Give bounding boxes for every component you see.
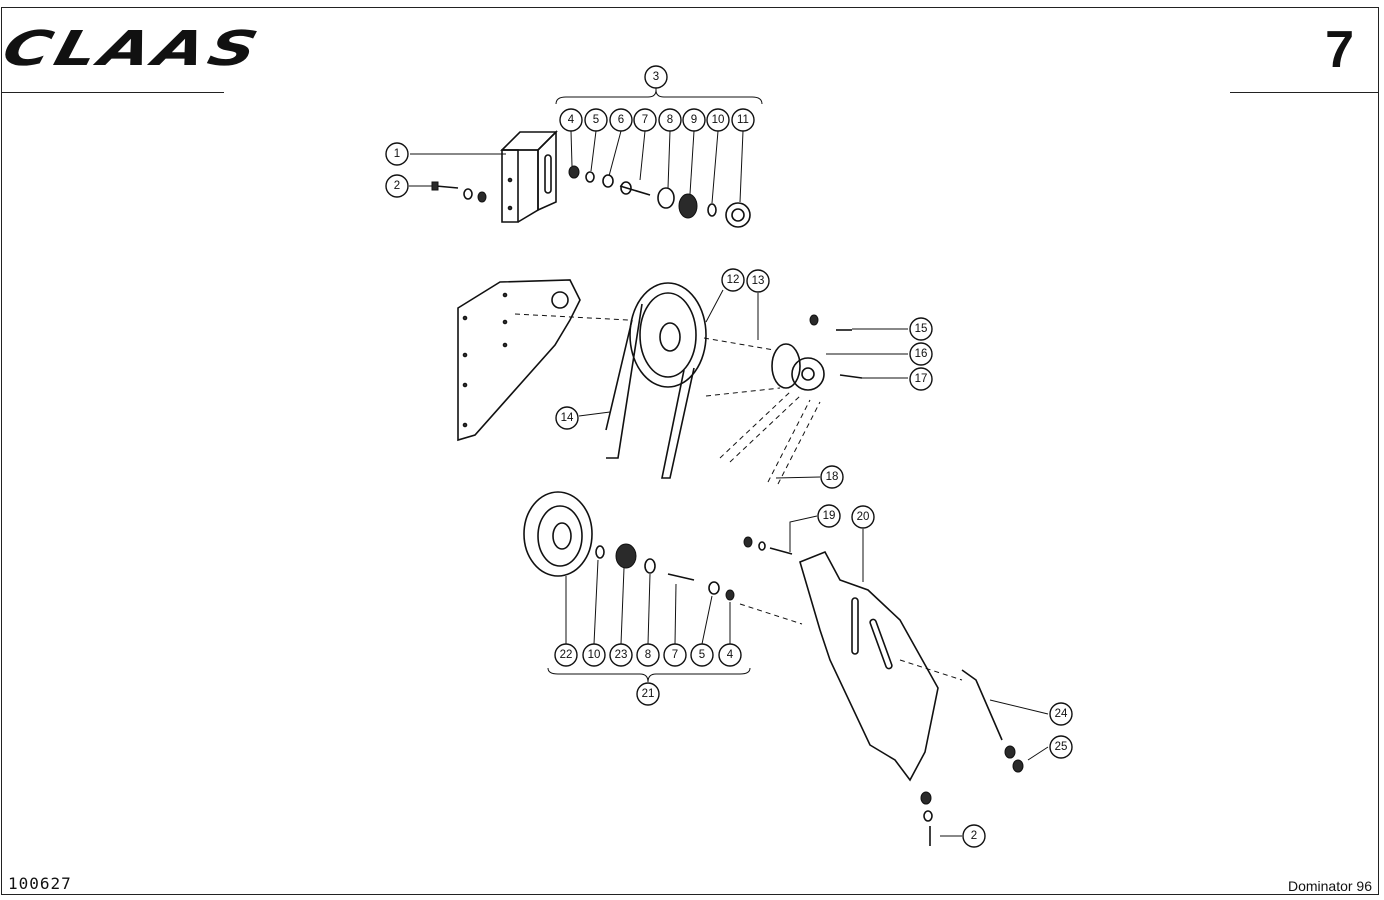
svg-text:7: 7 <box>642 114 648 126</box>
callout-10-lower: 10 <box>582 643 606 667</box>
svg-text:21: 21 <box>642 688 655 700</box>
mounting-plate <box>457 279 581 442</box>
callout-24: 24 <box>1049 702 1073 726</box>
svg-text:3: 3 <box>653 71 659 83</box>
svg-text:10: 10 <box>712 114 725 126</box>
tension-rod <box>961 669 1024 773</box>
svg-text:12: 12 <box>727 274 740 286</box>
svg-text:4: 4 <box>568 114 575 126</box>
machine-model: Dominator 96 <box>1287 878 1372 894</box>
svg-text:4: 4 <box>727 649 734 661</box>
callout-2-bottom: 2 <box>962 824 986 848</box>
pulley-hardware <box>595 543 735 601</box>
brace-group-21 <box>547 667 751 683</box>
tensioner-pulley <box>523 491 593 577</box>
callout-8: 8 <box>658 108 682 132</box>
svg-text:13: 13 <box>752 275 765 287</box>
callout-4-lower: 4 <box>718 643 742 667</box>
svg-text:24: 24 <box>1055 708 1068 720</box>
svg-text:10: 10 <box>588 649 601 661</box>
callout-9: 9 <box>682 108 706 132</box>
svg-text:11: 11 <box>737 114 749 126</box>
svg-text:22: 22 <box>560 649 573 661</box>
bracket-top <box>500 130 558 223</box>
svg-text:20: 20 <box>857 511 870 523</box>
svg-text:2: 2 <box>971 830 977 842</box>
idler-hardware-top <box>568 165 751 228</box>
callout-12: 12 <box>721 268 745 292</box>
svg-text:14: 14 <box>561 412 574 424</box>
callout-8-lower: 8 <box>636 643 660 667</box>
callout-17: 17 <box>909 367 933 391</box>
callout-18: 18 <box>820 465 844 489</box>
svg-text:19: 19 <box>823 510 836 522</box>
sprocket <box>771 314 863 391</box>
svg-text:5: 5 <box>593 114 599 126</box>
callout-6: 6 <box>609 108 633 132</box>
svg-text:15: 15 <box>915 323 928 335</box>
callout-4: 4 <box>559 108 583 132</box>
callout-7-lower: 7 <box>663 643 687 667</box>
callout-11: 11 <box>731 108 755 132</box>
page-number: 7 <box>1325 21 1354 79</box>
callout-5: 5 <box>584 108 608 132</box>
callout-20: 20 <box>851 505 875 529</box>
bolt-top <box>431 181 487 203</box>
callout-21: 21 <box>636 682 660 706</box>
svg-text:8: 8 <box>645 649 651 661</box>
tensioner-arm-bracket <box>739 550 963 782</box>
callout-13: 13 <box>746 269 770 293</box>
v-belt-pulley <box>605 282 707 479</box>
callout-3: 3 <box>644 65 668 89</box>
align-line-plate <box>514 313 629 321</box>
bolt-bottom <box>920 791 933 846</box>
leader-lines <box>409 88 1049 837</box>
chain-lines-lower <box>767 399 821 485</box>
callout-14: 14 <box>555 406 579 430</box>
svg-text:6: 6 <box>618 114 624 126</box>
svg-text:5: 5 <box>699 649 705 661</box>
svg-text:7: 7 <box>672 649 678 661</box>
callout-2-top: 2 <box>385 174 409 198</box>
svg-text:8: 8 <box>667 114 673 126</box>
callout-5-lower: 5 <box>690 643 714 667</box>
svg-text:23: 23 <box>615 649 628 661</box>
callout-16: 16 <box>909 342 933 366</box>
svg-text:2: 2 <box>394 180 400 192</box>
svg-text:18: 18 <box>826 471 839 483</box>
callout-15: 15 <box>909 317 933 341</box>
svg-text:17: 17 <box>915 373 928 385</box>
svg-text:25: 25 <box>1055 741 1068 753</box>
document-number: 100627 <box>8 874 72 893</box>
callout-7: 7 <box>633 108 657 132</box>
drawing-frame <box>1 7 1379 895</box>
header-rule-right <box>1230 92 1378 93</box>
svg-text:9: 9 <box>691 114 697 126</box>
callout-22: 22 <box>554 643 578 667</box>
callout-25: 25 <box>1049 735 1073 759</box>
svg-text:1: 1 <box>394 148 400 160</box>
chain-lines <box>703 337 801 463</box>
svg-text:16: 16 <box>915 348 928 360</box>
bolt-19 <box>743 536 793 555</box>
callout-19: 19 <box>817 504 841 528</box>
callout-23: 23 <box>609 643 633 667</box>
callout-10: 10 <box>706 108 730 132</box>
callout-1: 1 <box>385 142 409 166</box>
header-rule-left <box>2 92 224 93</box>
brace-group-3 <box>555 89 763 105</box>
